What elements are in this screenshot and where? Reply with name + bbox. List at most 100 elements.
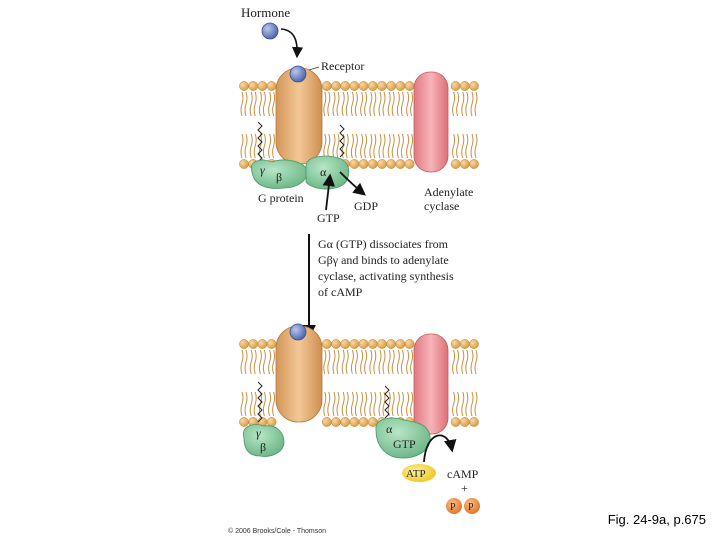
bound-hormone (289, 65, 307, 83)
lipid-head (358, 417, 369, 427)
lipid-head (459, 417, 470, 427)
lipid-head (377, 159, 387, 169)
lipid-head (257, 81, 268, 91)
lipid-head (266, 81, 277, 91)
lipid-head (248, 81, 259, 91)
copyright-notice: © 2006 Brooks/Cole - Thomson (228, 528, 327, 535)
adenylate-label-line2: cyclase (424, 199, 459, 213)
receptor-leader-line (308, 66, 320, 71)
lipid-head (469, 81, 479, 91)
alpha-label: α (320, 165, 327, 179)
lipid-head (266, 417, 277, 427)
lipid-head (395, 159, 406, 169)
lipid-head (367, 159, 378, 169)
lipid-head (469, 339, 479, 349)
lipid-head (386, 81, 397, 91)
lipid-anchor-alpha-bottom (384, 385, 390, 419)
g-beta-gamma-free (242, 424, 285, 457)
receptor-label: Receptor (321, 59, 364, 73)
lipid-head (257, 339, 268, 349)
g-protein-complex: γ β α (250, 155, 350, 190)
lipid-head (404, 159, 415, 169)
receptor-protein (275, 67, 323, 165)
lipid-head (386, 159, 397, 169)
step-text-line2: Gβγ and binds to adenylate (318, 253, 449, 267)
lipid-head (404, 81, 415, 91)
lipid-head (340, 417, 351, 427)
lipid-head (349, 81, 360, 91)
lipid-head (367, 81, 378, 91)
lipid-head (340, 339, 351, 349)
phosphate-label-1: P (450, 502, 456, 513)
lipid-head (459, 159, 470, 169)
adenylate-label-line1: Adenylate (424, 185, 473, 199)
hormone-binding-arrow (280, 28, 304, 59)
step-text-line4: of cAMP (318, 285, 363, 299)
lipid-head (248, 339, 259, 349)
lipid-head (321, 339, 332, 349)
phosphate-1 (446, 498, 462, 514)
lipid-head (321, 81, 332, 91)
bound-hormone-bottom (289, 323, 307, 341)
lipid-head (386, 339, 397, 349)
lipid-head (239, 81, 249, 91)
adenylate-cyclase-bottom (413, 333, 449, 435)
lipid-head (331, 417, 341, 427)
lipid-anchor-gamma-bottom (257, 381, 263, 423)
lipid-head (469, 417, 479, 427)
lipid-head (331, 339, 341, 349)
receptor-protein-bottom (275, 325, 323, 423)
lipid-head (321, 417, 332, 427)
phosphate-2 (464, 498, 480, 514)
gtp-label-top: GTP (317, 211, 340, 225)
gtp-in-arrow (322, 173, 336, 211)
lipid-head (358, 339, 369, 349)
lipid-head (358, 81, 369, 91)
lipid-head (450, 339, 461, 349)
atp-to-camp-arrow (423, 434, 457, 463)
atp-label: ATP (406, 468, 426, 480)
gtp-label-bottom: GTP (393, 437, 416, 451)
gdp-out-arrow (339, 171, 366, 196)
camp-label: cAMP (447, 467, 479, 481)
lipid-head (395, 81, 406, 91)
gamma-label-bottom: γ (256, 426, 261, 440)
step-text-line1: Gα (GTP) dissociates from (318, 237, 449, 251)
g-alpha-gtp-bound (375, 417, 431, 459)
lipid-head (349, 339, 360, 349)
lipid-head (469, 159, 479, 169)
beta-label: β (276, 170, 282, 184)
hormone-molecule (261, 22, 279, 40)
lipid-head (450, 159, 461, 169)
g-alpha-subunit (305, 155, 350, 190)
plus-sign: + (461, 481, 468, 495)
lipid-head (395, 339, 406, 349)
atp-molecule (402, 464, 436, 482)
gdp-label: GDP (354, 199, 378, 213)
lipid-head (450, 417, 461, 427)
lipid-head (349, 417, 360, 427)
lipid-head (404, 339, 415, 349)
phosphate-label-2: P (468, 502, 474, 513)
beta-label-bottom: β (260, 440, 266, 454)
lipid-head (331, 81, 341, 91)
lipid-head (239, 159, 249, 169)
lipid-head (450, 81, 461, 91)
lipid-head (377, 81, 387, 91)
lipid-anchor-alpha (339, 124, 345, 158)
gamma-label: γ (260, 163, 265, 177)
lipid-head (377, 339, 387, 349)
alpha-label-bottom: α (386, 422, 393, 436)
step-text-line3: cyclase, activating synthesis (318, 269, 454, 283)
adenylate-cyclase-top (413, 71, 449, 173)
lipid-anchor-gamma (257, 121, 263, 163)
lipid-head (349, 159, 360, 169)
lipid-head (266, 339, 277, 349)
lipid-head (358, 159, 369, 169)
figure-caption: Fig. 24-9a, p.675 (607, 512, 706, 527)
lipid-head (459, 81, 470, 91)
hormone-label: Hormone (241, 5, 290, 20)
lipid-head (367, 339, 378, 349)
lipid-head (459, 339, 470, 349)
